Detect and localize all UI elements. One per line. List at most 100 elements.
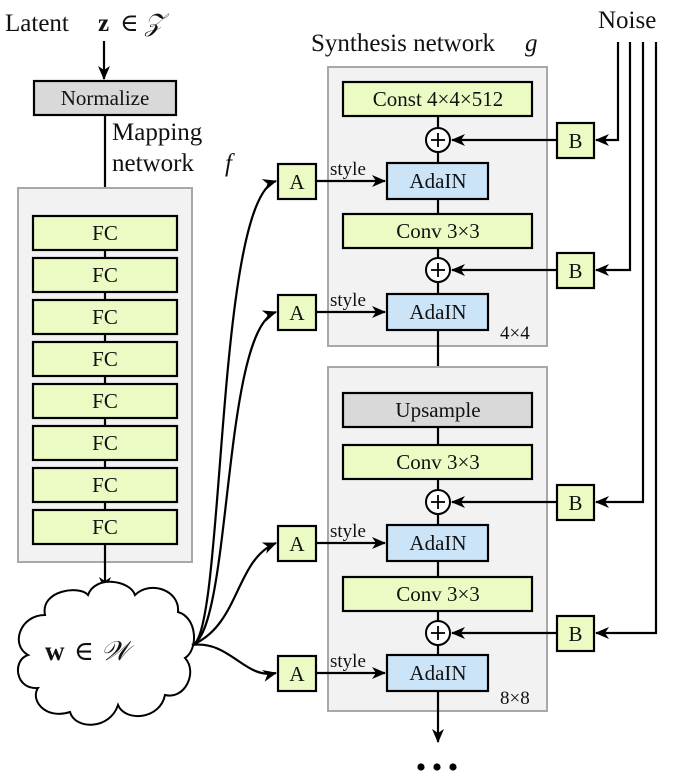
- add-noise-icon: [425, 489, 451, 515]
- style-label: style: [330, 521, 366, 542]
- a-label: A: [289, 170, 305, 194]
- fc-layer[interactable]: FC: [31, 382, 179, 420]
- mapping-title-line2: network: [112, 150, 194, 177]
- add-noise-icon: [425, 127, 451, 153]
- normalize-label: Normalize: [61, 86, 150, 110]
- upsample-label: Upsample: [395, 398, 480, 422]
- b-label: B: [568, 129, 582, 153]
- b-box: [555, 251, 596, 290]
- fc-layer-stack: FC FC FC FC FC FC FC FC: [31, 214, 179, 546]
- noise-b-block[interactable]: B: [555, 483, 596, 522]
- const-input-box[interactable]: [341, 80, 534, 118]
- b-label: B: [568, 491, 582, 515]
- style-label: style: [330, 290, 366, 311]
- adain-box[interactable]: [385, 523, 490, 563]
- b-box: [555, 121, 596, 160]
- synthesis-title-symbol: g: [525, 30, 538, 57]
- fc-label: FC: [92, 263, 118, 287]
- a-label: A: [289, 662, 305, 686]
- resolution-label: 8×8: [500, 688, 530, 709]
- fc-box: [31, 382, 179, 420]
- a-label: A: [289, 532, 305, 556]
- adain-label: AdaIN: [409, 169, 466, 193]
- fc-box: [31, 424, 179, 462]
- w-space-symbol: ∈ 𝒲: [74, 636, 135, 666]
- fc-layer[interactable]: FC: [31, 214, 179, 252]
- continuation-ellipsis: [417, 763, 457, 771]
- latent-label: Latent z ∈ 𝒵: [5, 10, 170, 37]
- adain-label: AdaIN: [409, 661, 466, 685]
- fc-layer[interactable]: FC: [31, 340, 179, 378]
- fc-box: [31, 340, 179, 378]
- fc-layer[interactable]: FC: [31, 298, 179, 336]
- curve-w-to-a4: [191, 643, 277, 682]
- a-box: [276, 654, 318, 693]
- noise-line-2: [595, 42, 632, 276]
- fc-label: FC: [92, 347, 118, 371]
- noise-label: Noise: [598, 7, 656, 34]
- noise-b-block[interactable]: B: [555, 121, 596, 160]
- conv-label: Conv 3×3: [396, 450, 480, 474]
- affine-a-block[interactable]: A: [276, 293, 318, 332]
- fc-box: [31, 508, 179, 546]
- curve-w-to-a1: [191, 179, 277, 647]
- upsample-box[interactable]: [341, 391, 534, 429]
- normalize-block[interactable]: Normalize: [32, 79, 178, 117]
- conv-box[interactable]: [341, 575, 534, 613]
- adain-box[interactable]: [385, 161, 490, 201]
- curve-w-to-a3: [191, 541, 277, 647]
- synthesis-title: Synthesis network: [311, 30, 496, 57]
- mapping-title-line1: Mapping: [112, 119, 203, 146]
- adain-label: AdaIN: [409, 531, 466, 555]
- synthesis-block-4x4: Const 4×4×512 AdaIN Conv 3×3 AdaIN 4×4: [327, 66, 557, 347]
- style-label: style: [330, 159, 366, 180]
- affine-a-block[interactable]: A: [276, 524, 318, 563]
- fc-label: FC: [92, 389, 118, 413]
- curve-w-to-a2: [191, 310, 277, 647]
- synthesis-block-8x8: Upsample Conv 3×3 AdaIN Conv 3×3 AdaIN 8…: [327, 366, 557, 712]
- noise-line-1: [595, 42, 620, 146]
- latent-space-symbol: ∈ 𝒵: [120, 10, 170, 37]
- add-noise-icon: [425, 257, 451, 283]
- b-label: B: [568, 622, 582, 646]
- add-noise-icon: [425, 620, 451, 646]
- b-box: [555, 614, 596, 653]
- noise-b-block[interactable]: B: [555, 614, 596, 653]
- fc-box: [31, 214, 179, 252]
- noise-scale-boxes: B B B B: [555, 121, 596, 653]
- noise-b-block[interactable]: B: [555, 251, 596, 290]
- a-box: [276, 293, 318, 332]
- latent-text: Latent: [5, 10, 69, 37]
- w-space-cloud[interactable]: w ∈ 𝒲: [17, 580, 196, 726]
- conv-box[interactable]: [341, 443, 534, 481]
- conv-box[interactable]: [341, 212, 534, 250]
- fc-box: [31, 298, 179, 336]
- fc-label: FC: [92, 515, 118, 539]
- mapping-title-symbol: f: [225, 150, 235, 177]
- synthesis-network-title: Synthesis network g: [311, 30, 538, 57]
- cloud-shape: [17, 580, 196, 726]
- noise-inputs: [595, 42, 658, 639]
- fc-layer[interactable]: FC: [31, 424, 179, 462]
- style-label: style: [330, 651, 366, 672]
- conv-label: Conv 3×3: [396, 219, 480, 243]
- fc-layer[interactable]: FC: [31, 508, 179, 546]
- noise-line-3: [595, 42, 645, 508]
- latent-z-symbol: z: [98, 10, 109, 37]
- b-label: B: [568, 259, 582, 283]
- fc-label: FC: [92, 431, 118, 455]
- resolution-label: 4×4: [500, 323, 530, 344]
- fc-label: FC: [92, 221, 118, 245]
- fc-layer[interactable]: FC: [31, 256, 179, 294]
- affine-a-block[interactable]: A: [276, 654, 318, 693]
- affine-a-block[interactable]: A: [276, 162, 318, 201]
- a-label: A: [289, 301, 305, 325]
- w-symbol: w: [45, 636, 65, 666]
- adain-label: AdaIN: [409, 300, 466, 324]
- mapping-network-title: Mapping network f: [112, 119, 235, 177]
- const-input-label: Const 4×4×512: [373, 87, 503, 111]
- fc-layer[interactable]: FC: [31, 466, 179, 504]
- conv-label: Conv 3×3: [396, 582, 480, 606]
